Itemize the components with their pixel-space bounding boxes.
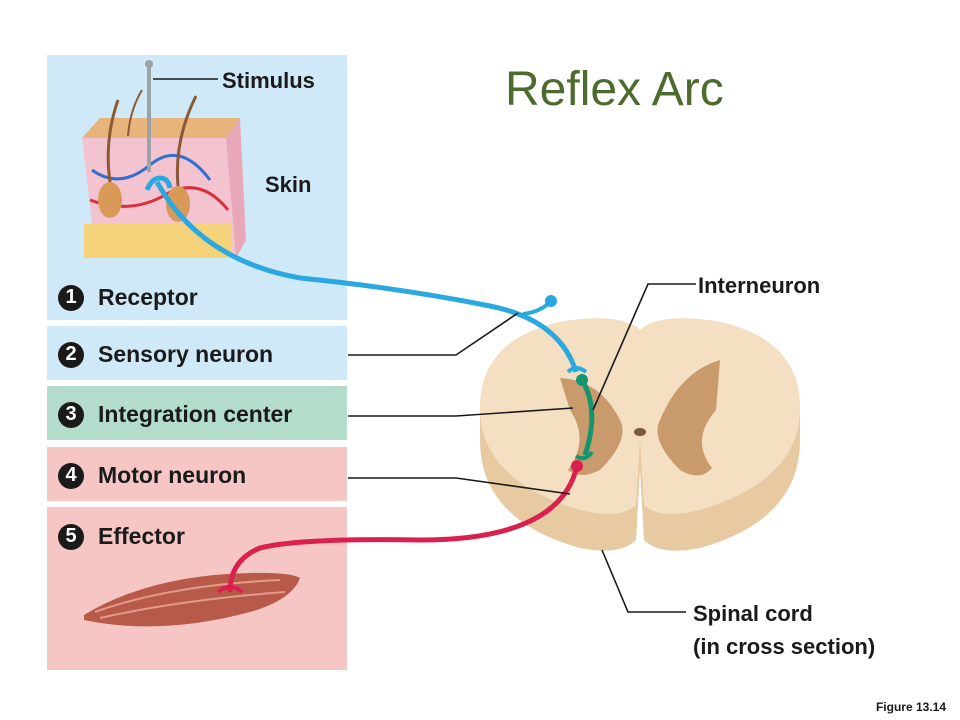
- spinal-cord-illustration: [480, 318, 800, 551]
- step-label: Integration center: [98, 401, 293, 427]
- step-effector: 5 Effector: [58, 523, 185, 550]
- interneuron-label: Interneuron: [698, 273, 821, 298]
- step-sensory-neuron: 2 Sensory neuron: [58, 341, 273, 368]
- skin-label: Skin: [265, 172, 312, 197]
- interneuron-path: [574, 374, 595, 461]
- step-label: Effector: [98, 523, 185, 549]
- leader-lines: [153, 78, 696, 613]
- sensory-neuron-path: [144, 175, 588, 374]
- step-motor-neuron: 4 Motor neuron: [58, 462, 246, 489]
- step-receptor: 1 Receptor: [58, 284, 198, 311]
- spinal-cord-sublabel: (in cross section): [693, 634, 876, 659]
- sensory-neuron-panel: [47, 326, 347, 380]
- figure-label: Figure 13.14: [875, 700, 946, 714]
- step-label: Sensory neuron: [98, 341, 274, 367]
- step-number: 4: [58, 462, 84, 489]
- step-number: 3: [58, 401, 84, 428]
- skin-illustration: [82, 89, 246, 258]
- stimulus-pin: [145, 60, 153, 172]
- motor-neuron-panel: [47, 447, 347, 501]
- step-label: Receptor: [98, 284, 198, 310]
- step-number: 5: [58, 523, 84, 550]
- motor-neuron-path: [216, 460, 583, 594]
- step-number: 2: [58, 341, 84, 368]
- step-integration-center: 3 Integration center: [58, 401, 292, 428]
- diagram-title: Reflex Arc: [505, 63, 724, 116]
- spinal-cord-label: Spinal cord: [693, 601, 813, 626]
- stimulus-label: Stimulus: [222, 68, 315, 93]
- step-number: 1: [58, 284, 84, 311]
- step-label: Motor neuron: [98, 462, 247, 488]
- integration-center-panel: [47, 386, 347, 440]
- muscle-illustration: [84, 572, 300, 627]
